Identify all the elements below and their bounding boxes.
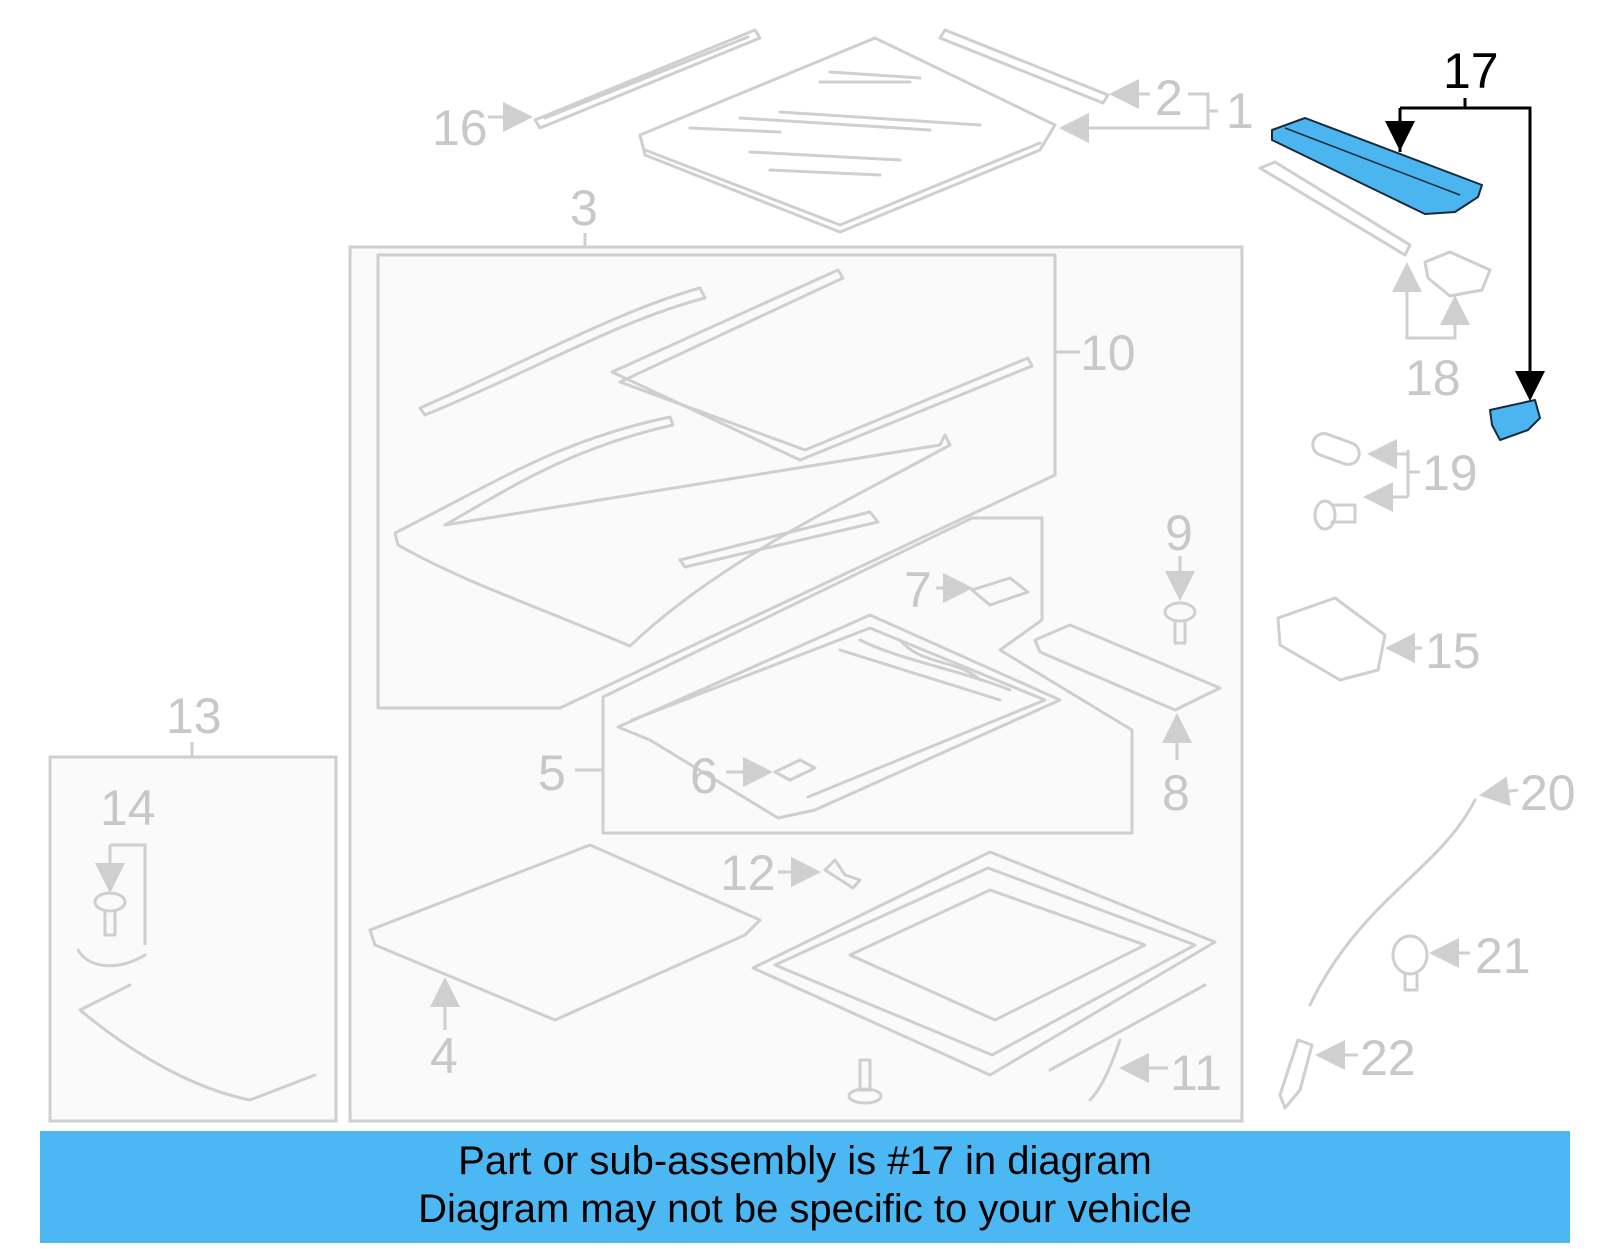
part-sunroof-housing [751, 850, 1217, 1077]
part-18-rail [1258, 160, 1412, 257]
assembly-5-box [601, 516, 1134, 835]
part-22-nozzle [1278, 1038, 1314, 1110]
callout-7: 7 [904, 562, 932, 618]
bracket-18 [1405, 268, 1457, 340]
callout-1: 1 [1226, 83, 1254, 139]
callout-21: 21 [1475, 928, 1531, 984]
leader-20 [1479, 776, 1519, 807]
part-20-hose [1308, 798, 1477, 1007]
bracket-1 [1065, 92, 1210, 130]
callout-13: 13 [166, 688, 222, 744]
banner-line-1: Part or sub-assembly is #17 in diagram [458, 1139, 1152, 1183]
part-12-clip [823, 858, 862, 890]
callout-17: 17 [1443, 43, 1499, 99]
callout-20: 20 [1520, 765, 1576, 821]
callout-19: 19 [1422, 445, 1478, 501]
part-17-bracket [1489, 399, 1541, 441]
callout-22: 22 [1360, 1030, 1416, 1086]
part-9-bolt [1163, 601, 1197, 645]
part-8-bracket [1033, 623, 1222, 712]
part-10-weatherstrips [393, 268, 1034, 648]
part-11-harness [1048, 983, 1207, 1102]
callout-10: 10 [1080, 325, 1136, 381]
part-bolt-bottom [847, 1058, 883, 1105]
callout-14: 14 [100, 780, 156, 836]
callout-8: 8 [1162, 765, 1190, 821]
part-6-clip [773, 758, 817, 782]
part-7-clip [970, 576, 1030, 607]
callout-9: 9 [1165, 505, 1193, 561]
part-14-clip [76, 948, 147, 968]
callout-6: 6 [690, 748, 718, 804]
callout-18: 18 [1405, 350, 1461, 406]
bracket-14 [110, 843, 147, 945]
part-17-rail [1271, 117, 1483, 215]
part-2-molding [938, 28, 1110, 105]
part-15-motor [1276, 596, 1387, 682]
part-21-clamp [1391, 934, 1429, 992]
callout-11: 11 [1170, 1045, 1222, 1101]
callout-12: 12 [720, 845, 776, 901]
part-16-molding [533, 28, 762, 130]
part-14-screw [93, 891, 127, 937]
banner-line-2: Diagram may not be specific to your vehi… [418, 1187, 1192, 1231]
info-banner: Part or sub-assembly is #17 in diagram D… [40, 1131, 1570, 1243]
part-19-plug [1311, 432, 1361, 466]
part-5-frame [616, 613, 1062, 820]
callout-4: 4 [430, 1028, 458, 1084]
part-18-guide [1423, 250, 1492, 298]
callout-2: 2 [1155, 70, 1183, 126]
callout-3: 3 [570, 180, 598, 236]
part-1-glass [638, 36, 1057, 234]
callout-5: 5 [538, 745, 566, 801]
callout-15: 15 [1425, 623, 1481, 679]
assembly-13-box [48, 755, 338, 1123]
part-13-drain [78, 983, 317, 1102]
part-19-clip [1313, 499, 1357, 531]
part-4-shade [368, 843, 762, 1022]
callout-16: 16 [432, 100, 488, 156]
